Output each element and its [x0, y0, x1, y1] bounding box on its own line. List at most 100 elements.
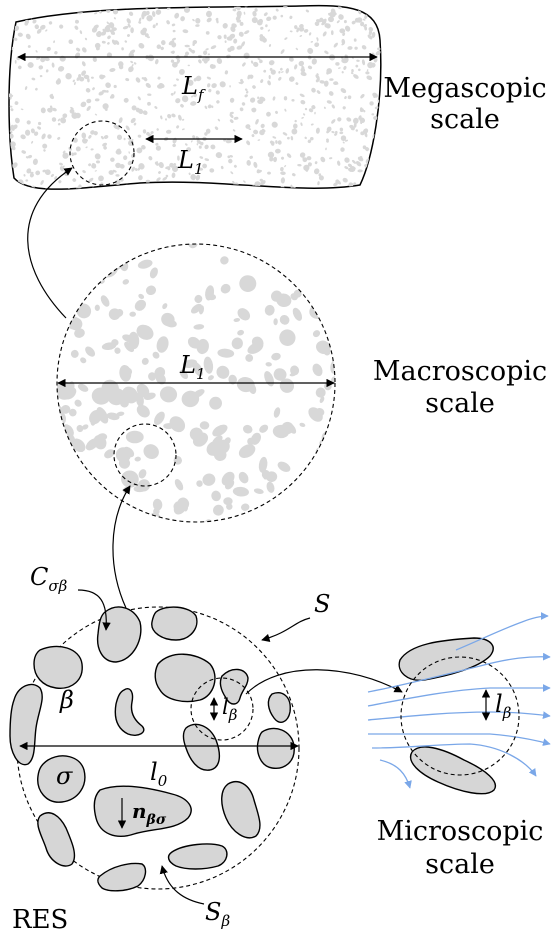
- grain: [370, 176, 375, 179]
- grain: [249, 244, 257, 249]
- grain: [9, 94, 14, 98]
- grain: [375, 156, 381, 161]
- grain: [350, 72, 354, 75]
- grain: [81, 61, 86, 67]
- surface-beta-label: Sβ: [205, 898, 230, 930]
- grain: [204, 144, 209, 150]
- grain: [76, 186, 81, 190]
- grain: [325, 23, 331, 29]
- grain: [187, 79, 194, 86]
- grain: [73, 8, 77, 11]
- grain: [53, 40, 56, 44]
- grain: [315, 387, 326, 398]
- grain: [279, 248, 289, 258]
- grain: [253, 61, 259, 67]
- grain: [353, 182, 357, 186]
- grain: [379, 155, 381, 160]
- grain: [332, 413, 335, 421]
- grain: [97, 433, 108, 441]
- grain: [273, 368, 287, 381]
- grain: [246, 140, 250, 145]
- grain: [315, 127, 320, 134]
- grain: [321, 245, 332, 255]
- grain: [138, 17, 142, 22]
- grain: [245, 354, 254, 362]
- grain: [254, 8, 258, 12]
- grain: [260, 79, 264, 84]
- grain: [150, 131, 154, 134]
- grain: [86, 105, 91, 112]
- grain: [103, 145, 107, 150]
- grain: [325, 484, 335, 498]
- grain: [316, 39, 319, 42]
- grain: [262, 37, 267, 43]
- grain: [40, 24, 46, 30]
- grain: [45, 29, 48, 32]
- grain: [301, 488, 313, 502]
- grain: [207, 104, 212, 109]
- grain: [367, 182, 371, 186]
- grain: [32, 158, 38, 165]
- grain: [96, 407, 109, 424]
- megascopic-length-label: Lf: [181, 72, 206, 104]
- grain: [353, 122, 357, 128]
- grain: [296, 27, 300, 33]
- grain: [276, 293, 292, 308]
- grain: [294, 119, 297, 123]
- grain: [24, 6, 28, 11]
- grain: [36, 28, 42, 34]
- grain: [377, 47, 381, 51]
- grain: [237, 329, 245, 336]
- grain: [94, 153, 101, 160]
- grain: [209, 168, 215, 173]
- grain: [109, 95, 113, 99]
- grain: [280, 14, 284, 18]
- grain: [265, 24, 268, 28]
- grain: [130, 60, 134, 64]
- grain: [246, 160, 251, 166]
- grain: [272, 136, 277, 139]
- grain: [91, 488, 104, 500]
- grain: [117, 126, 120, 130]
- grain: [47, 107, 53, 113]
- grain: [358, 115, 362, 120]
- grain: [280, 171, 286, 176]
- grain: [218, 190, 222, 194]
- grain: [81, 512, 93, 522]
- grain: [209, 63, 215, 69]
- grain: [295, 47, 299, 51]
- grain: [149, 267, 158, 279]
- grain: [17, 191, 23, 197]
- grain: [162, 186, 168, 190]
- grain: [250, 60, 254, 64]
- grain: [280, 167, 284, 172]
- macroscopic-sample-circle: [113, 423, 177, 487]
- grain: [188, 172, 191, 176]
- grain: [173, 163, 177, 166]
- grain: [170, 92, 174, 96]
- grain: [14, 117, 20, 124]
- grain: [94, 12, 98, 15]
- grain: [166, 20, 170, 25]
- grain: [156, 177, 161, 182]
- grain: [176, 125, 180, 129]
- grain: [268, 194, 274, 200]
- grain: [352, 117, 359, 124]
- grain: [40, 107, 46, 114]
- grain: [330, 311, 335, 323]
- grain: [261, 509, 271, 519]
- grain: [158, 83, 165, 88]
- grain: [321, 475, 329, 482]
- grain: [156, 44, 162, 49]
- grain: [379, 177, 381, 183]
- grain: [148, 372, 157, 381]
- grain: [81, 70, 87, 76]
- grain: [344, 25, 351, 32]
- grain: [377, 182, 381, 188]
- grain: [318, 175, 324, 181]
- grain: [10, 6, 13, 10]
- particle: [114, 688, 145, 736]
- grain: [136, 324, 154, 340]
- grain: [113, 17, 116, 20]
